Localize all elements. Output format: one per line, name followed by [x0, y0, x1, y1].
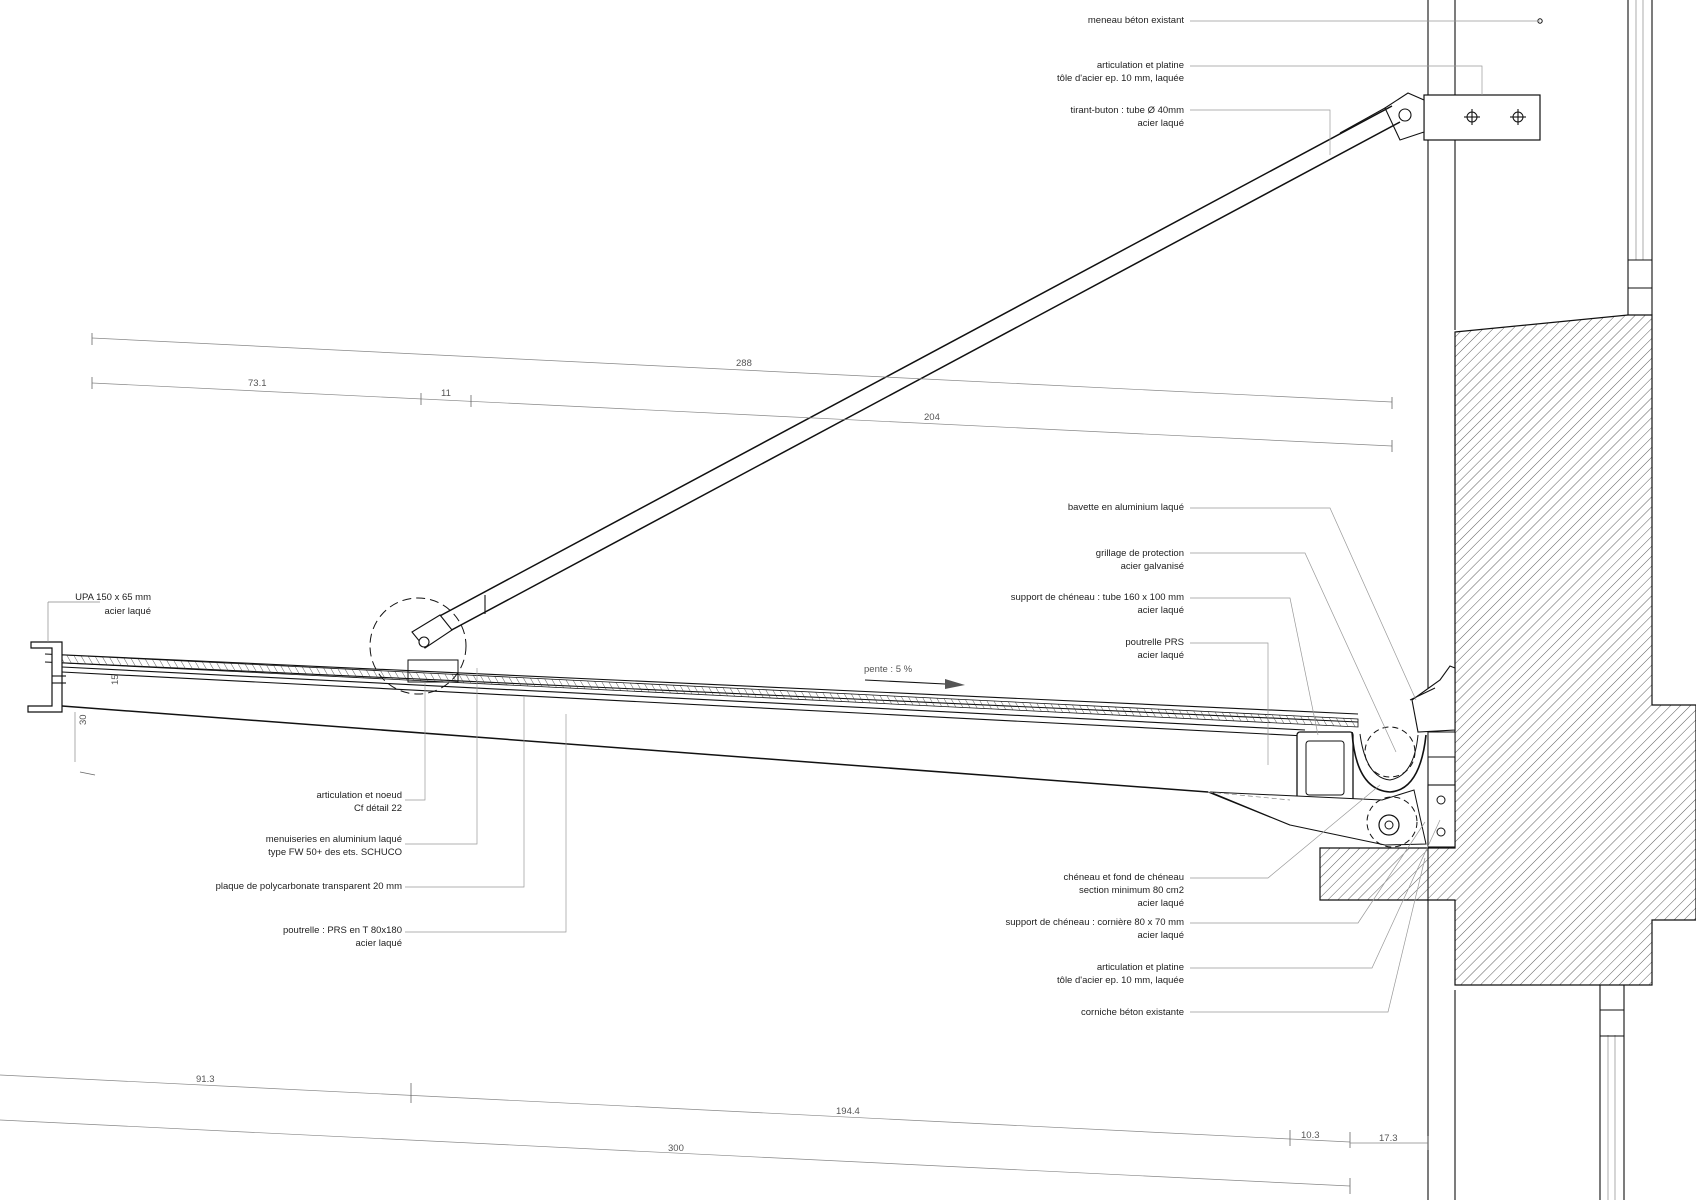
label-tirant-1: tirant-buton : tube Ø 40mm	[1070, 105, 1184, 116]
label-support-tube-2: acier laqué	[1138, 605, 1184, 616]
left-leaders	[405, 668, 567, 933]
label-corniche: corniche béton existante	[1081, 1007, 1184, 1018]
slope-arrowhead	[945, 679, 965, 689]
slope-arrow	[864, 679, 946, 685]
canopy-glazing	[44, 653, 1359, 826]
label-grillage-1: grillage de protection	[1096, 548, 1184, 559]
label-tirant-2: acier laqué	[1138, 118, 1184, 129]
existing-wall	[1427, 0, 1653, 1200]
label-artic-top-1: articulation et platine	[1097, 60, 1184, 71]
label-poutrelle-t-2: acier laqué	[356, 938, 402, 949]
label-cheneau-2: section minimum 80 cm2	[1079, 885, 1184, 896]
label-bavette: bavette en aluminium laqué	[1068, 502, 1184, 513]
slope-label: pente : 5 %	[864, 664, 913, 675]
label-grillage-2: acier galvanisé	[1121, 561, 1184, 572]
upa-profile	[27, 641, 66, 713]
dim-91-3: 91.3	[196, 1074, 215, 1085]
label-upa-1: UPA 150 x 65 mm	[75, 592, 151, 603]
label-cheneau-1: chéneau et fond de chéneau	[1064, 872, 1184, 883]
label-corniere-1: support de chéneau : cornière 80 x 70 mm	[1006, 917, 1185, 928]
label-artic-bot-1: articulation et platine	[1097, 962, 1184, 973]
tie-rod	[435, 105, 1401, 634]
dim-15: 15	[110, 674, 121, 685]
label-corniere-2: acier laqué	[1138, 930, 1184, 941]
gutter-assembly	[1207, 665, 1456, 848]
dim-11: 11	[441, 388, 451, 399]
label-upa-2: acier laqué	[105, 606, 151, 617]
label-artic-top-2: tôle d'acier ep. 10 mm, laquée	[1057, 73, 1184, 84]
top-hinge-plate	[1384, 92, 1541, 141]
label-menuiseries-2: type FW 50+ des ets. SCHUCO	[268, 847, 402, 858]
label-poutrelle-prs-2: acier laqué	[1138, 650, 1184, 661]
label-artic-noeud-1: articulation et noeud	[316, 790, 402, 801]
concrete-cornice	[1319, 314, 1696, 986]
upper-dimensions	[91, 333, 1393, 452]
dim-73-1: 73.1	[248, 378, 267, 389]
label-support-tube-1: support de chéneau : tube 160 x 100 mm	[1011, 592, 1184, 603]
label-polycarbonate: plaque de polycarbonate transparent 20 m…	[216, 881, 403, 892]
label-cheneau-3: acier laqué	[1138, 898, 1184, 909]
dim-194-4: 194.4	[836, 1106, 860, 1117]
dim-204: 204	[924, 412, 940, 423]
label-artic-bot-2: tôle d'acier ep. 10 mm, laquée	[1057, 975, 1184, 986]
label-poutrelle-t-1: poutrelle : PRS en T 80x180	[283, 925, 402, 936]
dim-17-3: 17.3	[1379, 1133, 1398, 1144]
right-leaders	[1190, 20, 1540, 1013]
lower-dimensions	[0, 601, 1429, 1194]
label-artic-noeud-2: Cf détail 22	[354, 803, 402, 814]
label-poutrelle-prs-1: poutrelle PRS	[1125, 637, 1184, 648]
label-menuiseries-1: menuiseries en aluminium laqué	[266, 834, 402, 845]
articulation-node	[369, 597, 467, 695]
dim-30: 30	[78, 714, 89, 725]
dim-300: 300	[668, 1143, 684, 1154]
dim-10-3: 10.3	[1301, 1130, 1320, 1141]
label-meneau: meneau béton existant	[1088, 15, 1184, 26]
dim-288: 288	[736, 358, 752, 369]
